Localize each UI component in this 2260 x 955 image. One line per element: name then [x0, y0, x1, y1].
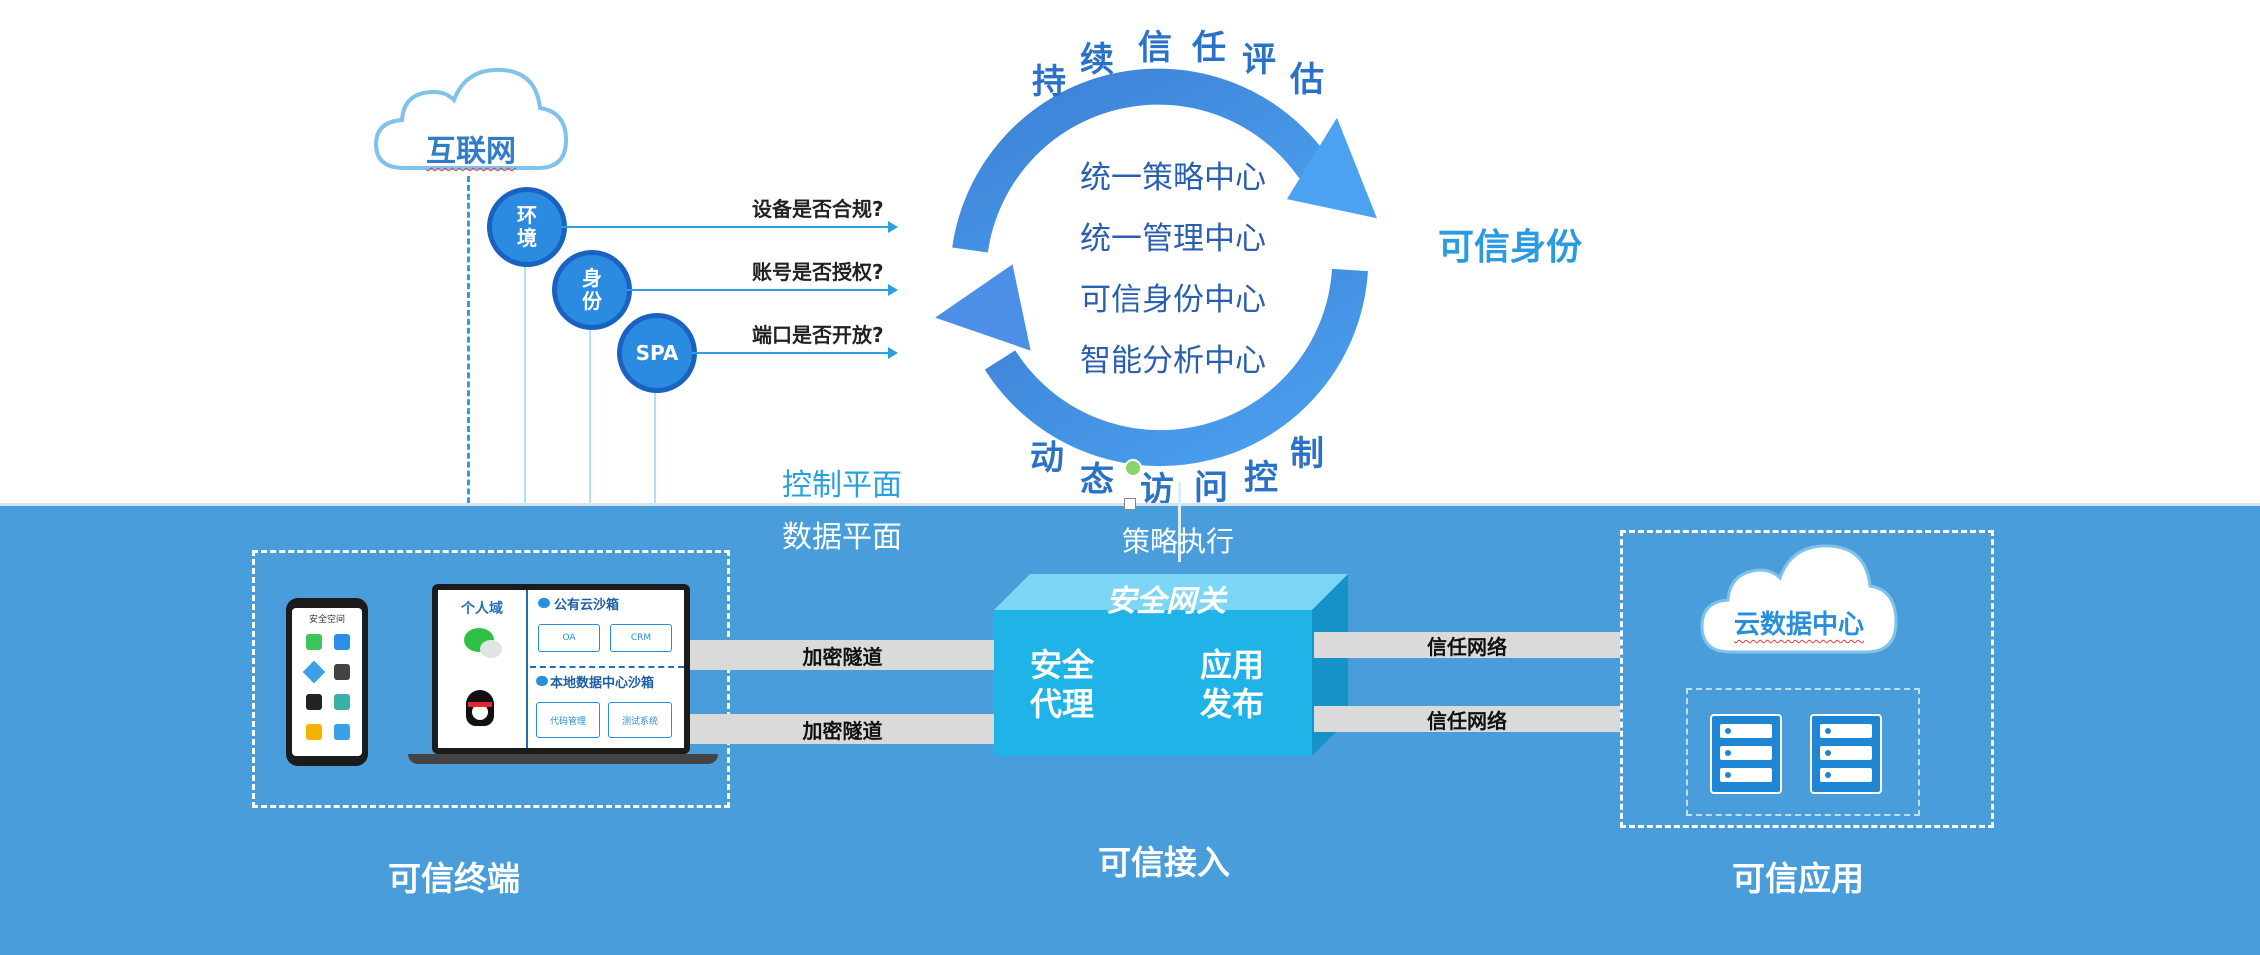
local-dc-sandbox-label: 本地数据中心沙箱	[550, 676, 655, 691]
badge-identity: 身 份	[557, 255, 627, 325]
trust-cycle-ring	[935, 68, 1377, 467]
trusted-terminal-box	[252, 550, 730, 808]
badge-spa: SPA	[622, 318, 692, 388]
qq-belly	[472, 704, 488, 720]
arrow-head	[888, 347, 898, 359]
badge-environment: 环 境	[492, 192, 562, 262]
security-gateway	[994, 574, 1348, 756]
env-connector	[524, 260, 526, 548]
internet-cloud: 互联网	[372, 64, 570, 176]
app-icon	[302, 660, 326, 684]
app-box-crm: CRM	[610, 624, 672, 652]
personal-domain-label: 个人域	[461, 601, 503, 617]
caption-trusted-application: 可信应用	[1732, 859, 1864, 898]
qq-scarf	[468, 702, 492, 707]
qq-icon	[466, 690, 494, 726]
center-list: 统一策略中心 统一管理中心 可信身份中心 智能分析中心	[1080, 148, 1266, 392]
ring-top-char: 估	[1290, 60, 1324, 100]
connector-handle	[1124, 459, 1142, 477]
sandbox-cloud-icon	[536, 676, 548, 686]
local-dc-sandbox: 本地数据中心沙箱 代码管理 测试系统	[530, 668, 684, 748]
server-rack-box	[1686, 688, 1920, 816]
spa-connector	[654, 386, 656, 548]
ring-bottom-char: 动	[1030, 438, 1064, 478]
gateway-title: 安全网关	[1106, 584, 1226, 619]
app-box-test: 测试系统	[608, 702, 672, 738]
check-port-open: 端口是否开放?	[752, 323, 884, 347]
ring-bottom-char: 问	[1194, 468, 1228, 508]
server-icon	[1710, 714, 1782, 794]
public-cloud-sandbox: 公有云沙箱 OA CRM	[530, 590, 684, 668]
center-item: 可信身份中心	[1080, 282, 1266, 318]
cloud-datacenter: 云数据中心	[1700, 540, 1898, 658]
policy-connector	[1178, 482, 1181, 562]
internet-dashed-line	[467, 176, 470, 548]
wechat-icon	[480, 640, 502, 658]
personal-domain-panel: 个人域	[438, 590, 528, 748]
identity-connector	[589, 322, 591, 548]
app-icon	[306, 694, 322, 710]
policy-enforcement-label: 策略执行	[1122, 525, 1235, 558]
internet-label: 互联网	[426, 134, 516, 169]
cloud-icon	[1700, 544, 1898, 654]
check-arrow-2	[627, 289, 892, 291]
app-box-oa: OA	[538, 624, 600, 652]
encrypted-tunnel-2: 加密隧道	[690, 714, 995, 744]
center-item: 统一策略中心	[1080, 160, 1266, 196]
app-box-code: 代码管理	[536, 702, 600, 738]
phone-device: 安全空间	[286, 598, 368, 766]
ring-bottom-char: 控	[1244, 458, 1278, 498]
server-icon	[1810, 714, 1882, 794]
center-item: 统一管理中心	[1080, 221, 1266, 257]
caption-trusted-terminal: 可信终端	[388, 859, 520, 898]
connector-handle	[1124, 498, 1136, 510]
check-arrow-3	[692, 352, 892, 354]
encrypted-tunnel-1: 加密隧道	[690, 640, 995, 670]
cloud-datacenter-label: 云数据中心	[1733, 610, 1864, 640]
ring-top-char: 评	[1242, 40, 1276, 80]
ring-top-char: 任	[1192, 28, 1226, 68]
gateway-security-proxy: 安全 代理	[1030, 646, 1095, 724]
phone-title: 安全空间	[308, 615, 345, 625]
sandbox-cloud-icon	[538, 598, 550, 608]
laptop-screen: 个人域 公有云沙箱 OA CRM 本地数据中心沙箱 代码管理 测试系统	[438, 590, 684, 748]
gateway-app-publish: 应用 发布	[1200, 646, 1265, 724]
app-icon	[334, 724, 350, 740]
check-account-authorized: 账号是否授权?	[752, 260, 884, 284]
check-device-compliance: 设备是否合规?	[752, 197, 884, 221]
ring-bottom-char: 制	[1290, 434, 1324, 474]
trusted-identity-label: 可信身份	[1438, 227, 1583, 268]
public-cloud-sandbox-label: 公有云沙箱	[554, 598, 620, 613]
app-icon	[306, 634, 322, 650]
arrow-head	[888, 284, 898, 296]
phone-screen: 安全空间	[292, 608, 362, 756]
cloud-icon	[373, 67, 569, 170]
laptop-base	[408, 754, 718, 764]
ring-bottom-char: 态	[1080, 460, 1114, 500]
control-plane-label: 控制平面	[782, 468, 902, 503]
ring-top-char: 持	[1032, 62, 1066, 102]
trust-network-1: 信任网络	[1314, 632, 1620, 659]
center-item: 智能分析中心	[1080, 343, 1266, 379]
data-plane-label: 数据平面	[782, 520, 902, 555]
app-icon	[334, 664, 350, 680]
caption-trusted-access: 可信接入	[1098, 843, 1230, 882]
trust-network-2: 信任网络	[1314, 706, 1620, 733]
arrow-head	[888, 221, 898, 233]
app-icon	[334, 634, 350, 650]
app-icon	[334, 694, 350, 710]
ring-top-char: 续	[1080, 40, 1114, 80]
ring-top-char: 信	[1138, 28, 1172, 68]
trusted-application-box	[1620, 530, 1994, 828]
check-arrow-1	[562, 226, 892, 228]
app-icon	[306, 724, 322, 740]
laptop-device: 个人域 公有云沙箱 OA CRM 本地数据中心沙箱 代码管理 测试系统	[432, 584, 690, 754]
